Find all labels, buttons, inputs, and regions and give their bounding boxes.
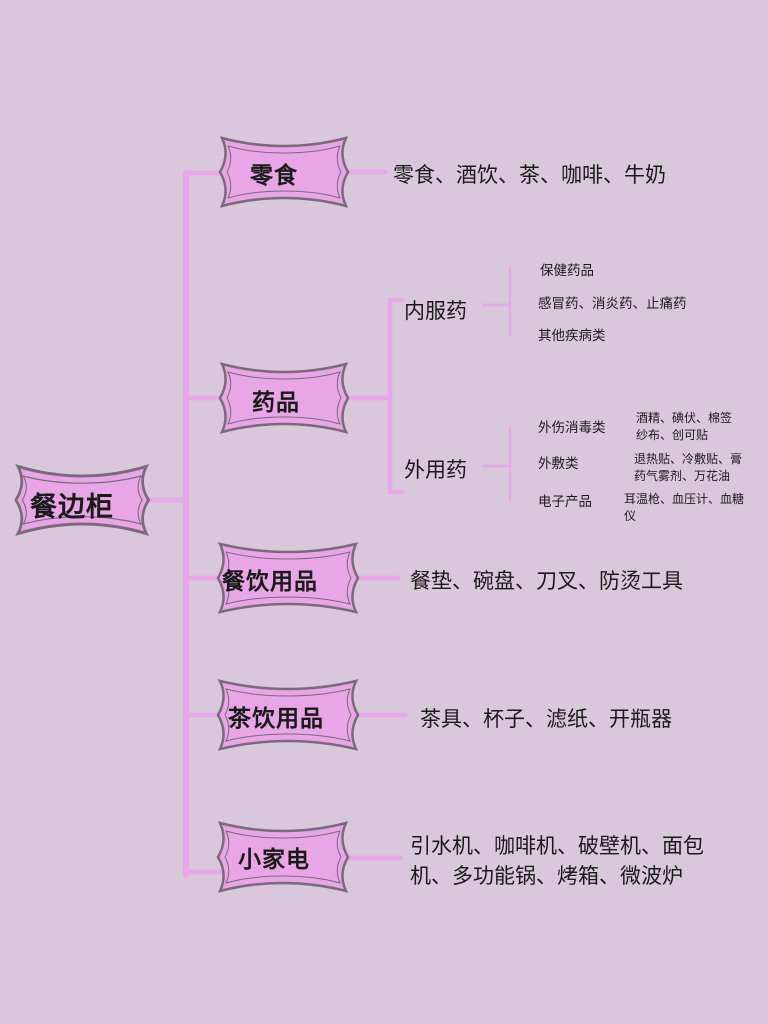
external-item-2-detail-2: 药气雾剂、万花油: [634, 469, 731, 483]
dining-label: 餐饮用品: [222, 569, 318, 595]
tea-label: 茶饮用品: [228, 706, 324, 732]
external-item-2-detail-1: 退热贴、冷敷贴、膏: [634, 452, 743, 466]
medicine-badge: [218, 362, 350, 434]
appliance-detail-line-1: 引水机、咖啡机、破壁机、面包: [410, 834, 704, 858]
internal-item-3: 其他疾病类: [538, 328, 606, 344]
snacks-label: 零食: [250, 163, 298, 189]
connector-lines: [147, 169, 512, 878]
external-item-2-label: 外敷类: [538, 456, 579, 472]
internal-item-2: 感冒药、消炎药、止痛药: [538, 296, 687, 312]
snacks-badge: [218, 136, 350, 208]
external-item-1-detail-2: 纱布、创可贴: [636, 428, 709, 442]
external-item-3-detail-2: 仪: [624, 509, 637, 523]
tea-badge: [216, 679, 360, 751]
external-item-3-label: 电子产品: [538, 494, 592, 510]
snacks-detail: 零食、酒饮、茶、咖啡、牛奶: [393, 163, 666, 187]
appliance-badge: [216, 821, 350, 893]
medicine-label: 药品: [252, 390, 300, 416]
external-medicine-label: 外用药: [404, 458, 467, 482]
dining-badge: [216, 542, 360, 614]
root-badge: [14, 464, 151, 536]
internal-medicine-label: 内服药: [404, 299, 467, 323]
appliance-detail-line-2: 机、多功能锅、烤箱、微波炉: [410, 864, 683, 888]
external-item-1-detail-1: 酒精、碘伏、棉签: [636, 411, 733, 425]
root-label: 餐边柜: [30, 492, 114, 523]
external-item-3-detail-1: 耳温枪、血压计、血糖: [624, 492, 745, 506]
dining-detail: 餐垫、碗盘、刀叉、防烫工具: [410, 569, 683, 593]
internal-item-1: 保健药品: [540, 263, 594, 279]
tea-detail: 茶具、杯子、滤纸、开瓶器: [420, 707, 672, 731]
external-item-1-label: 外伤消毒类: [538, 420, 606, 436]
appliance-label: 小家电: [238, 847, 310, 873]
